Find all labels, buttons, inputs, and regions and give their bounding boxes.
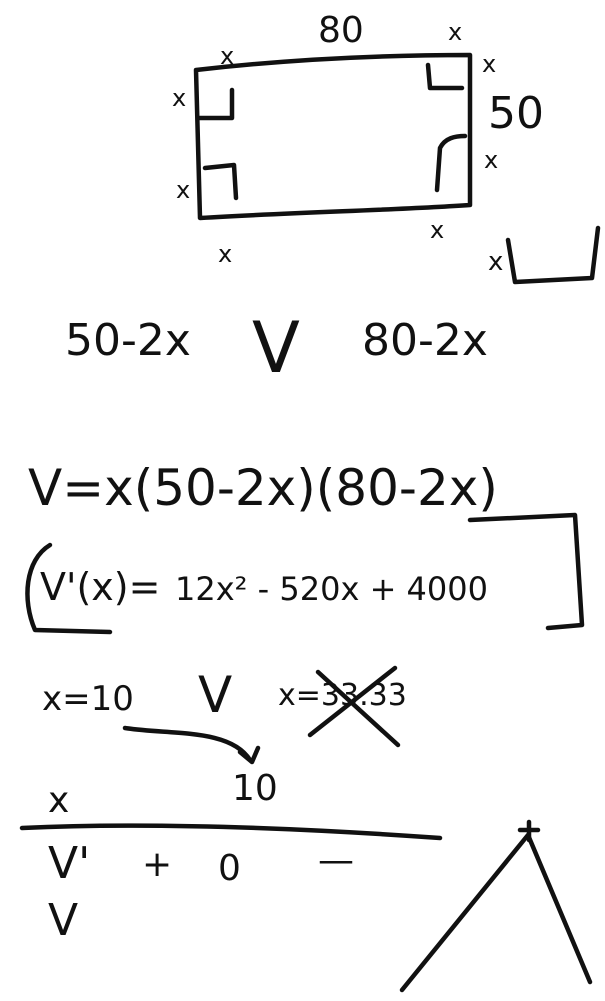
sign-chart: x 10 V' + 0 — V [19, 768, 593, 993]
box-bracket-left [25, 542, 113, 635]
sign-chart-axis [19, 823, 443, 841]
root-x-equals-10: x=10 [42, 679, 134, 719]
maximum-point-marker [517, 819, 541, 843]
corner-x-label: x [176, 176, 190, 204]
corner-square-bottom-left [202, 162, 239, 201]
sign-zero: 0 [218, 848, 241, 889]
corner-x-label: x [482, 50, 496, 78]
length-label-80: 80 [318, 10, 364, 51]
derivative-expression: 12x² - 520x + 4000 [175, 570, 488, 608]
roots-line: x=10 V x=33.33 [42, 665, 407, 765]
rectangle-diagram: 80 50 x x x x x x x x x [172, 10, 601, 285]
derivative-box: V'(x)= 12x² - 520x + 4000 [25, 512, 585, 635]
corner-square-top-right [425, 62, 465, 91]
volume-formula: V=x(50-2x)(80-2x) [28, 459, 498, 517]
derivative-lhs: V'(x)= [40, 565, 160, 609]
sign-positive: + [142, 844, 172, 885]
increase-decrease-sketch [399, 832, 593, 993]
dimension-length-expression: 80-2x [362, 315, 488, 366]
corner-x-label: x [172, 84, 186, 112]
critical-value-label: 10 [232, 768, 278, 809]
rectangle-outline [193, 52, 473, 221]
open-box-sketch [505, 225, 601, 285]
dimensions-line: 50-2x V 80-2x [65, 307, 488, 389]
width-label-50: 50 [488, 88, 544, 139]
strike-through-cross [307, 665, 401, 748]
dimension-width-expression: 50-2x [65, 315, 191, 366]
connector-v: V [198, 666, 232, 724]
box-bracket-right [467, 512, 585, 631]
sign-chart-v-prime-label: V' [48, 838, 90, 889]
corner-x-label: x [430, 216, 444, 244]
corner-square-bottom-right [434, 133, 468, 193]
box-height-x-label: x [488, 247, 503, 277]
corner-x-label: x [448, 18, 462, 46]
corner-x-label: x [484, 146, 498, 174]
arrow-to-critical-value [122, 725, 261, 765]
corner-square-top-left [197, 87, 235, 121]
sign-chart-v-label: V [48, 895, 78, 946]
corner-x-label: x [218, 240, 232, 268]
sign-chart-x-header: x [48, 780, 69, 821]
connector-v: V [252, 307, 300, 389]
corner-x-label: x [220, 42, 234, 70]
sign-negative: — [318, 840, 354, 881]
